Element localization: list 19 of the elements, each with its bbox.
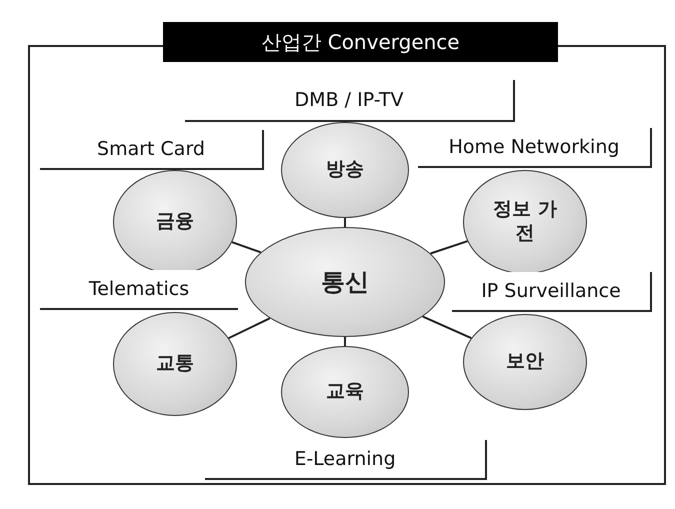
bracket-label: Home Networking: [418, 128, 652, 168]
ellipse-node: 교통: [113, 312, 237, 416]
title-bar: 산업간 Convergence: [163, 22, 558, 62]
bracket-label: E-Learning: [205, 440, 487, 480]
connector-line: [344, 337, 346, 346]
bracket-label: DMB / IP-TV: [185, 80, 515, 122]
connector-line: [232, 241, 262, 254]
connector-line: [430, 240, 468, 254]
ellipse-node: 방송: [281, 122, 409, 218]
ellipse-node: 교육: [281, 346, 409, 438]
ellipse-node: 통신: [245, 227, 445, 337]
bracket-label: Smart Card: [40, 130, 264, 170]
ellipse-node: 정보 가전: [463, 170, 587, 274]
bracket-label: Telematics: [40, 270, 238, 310]
connector-line: [344, 218, 346, 227]
connector-line: [422, 316, 472, 340]
bracket-label: IP Surveillance: [452, 272, 652, 312]
connector-line: [228, 317, 270, 339]
ellipse-node: 보안: [463, 314, 587, 410]
